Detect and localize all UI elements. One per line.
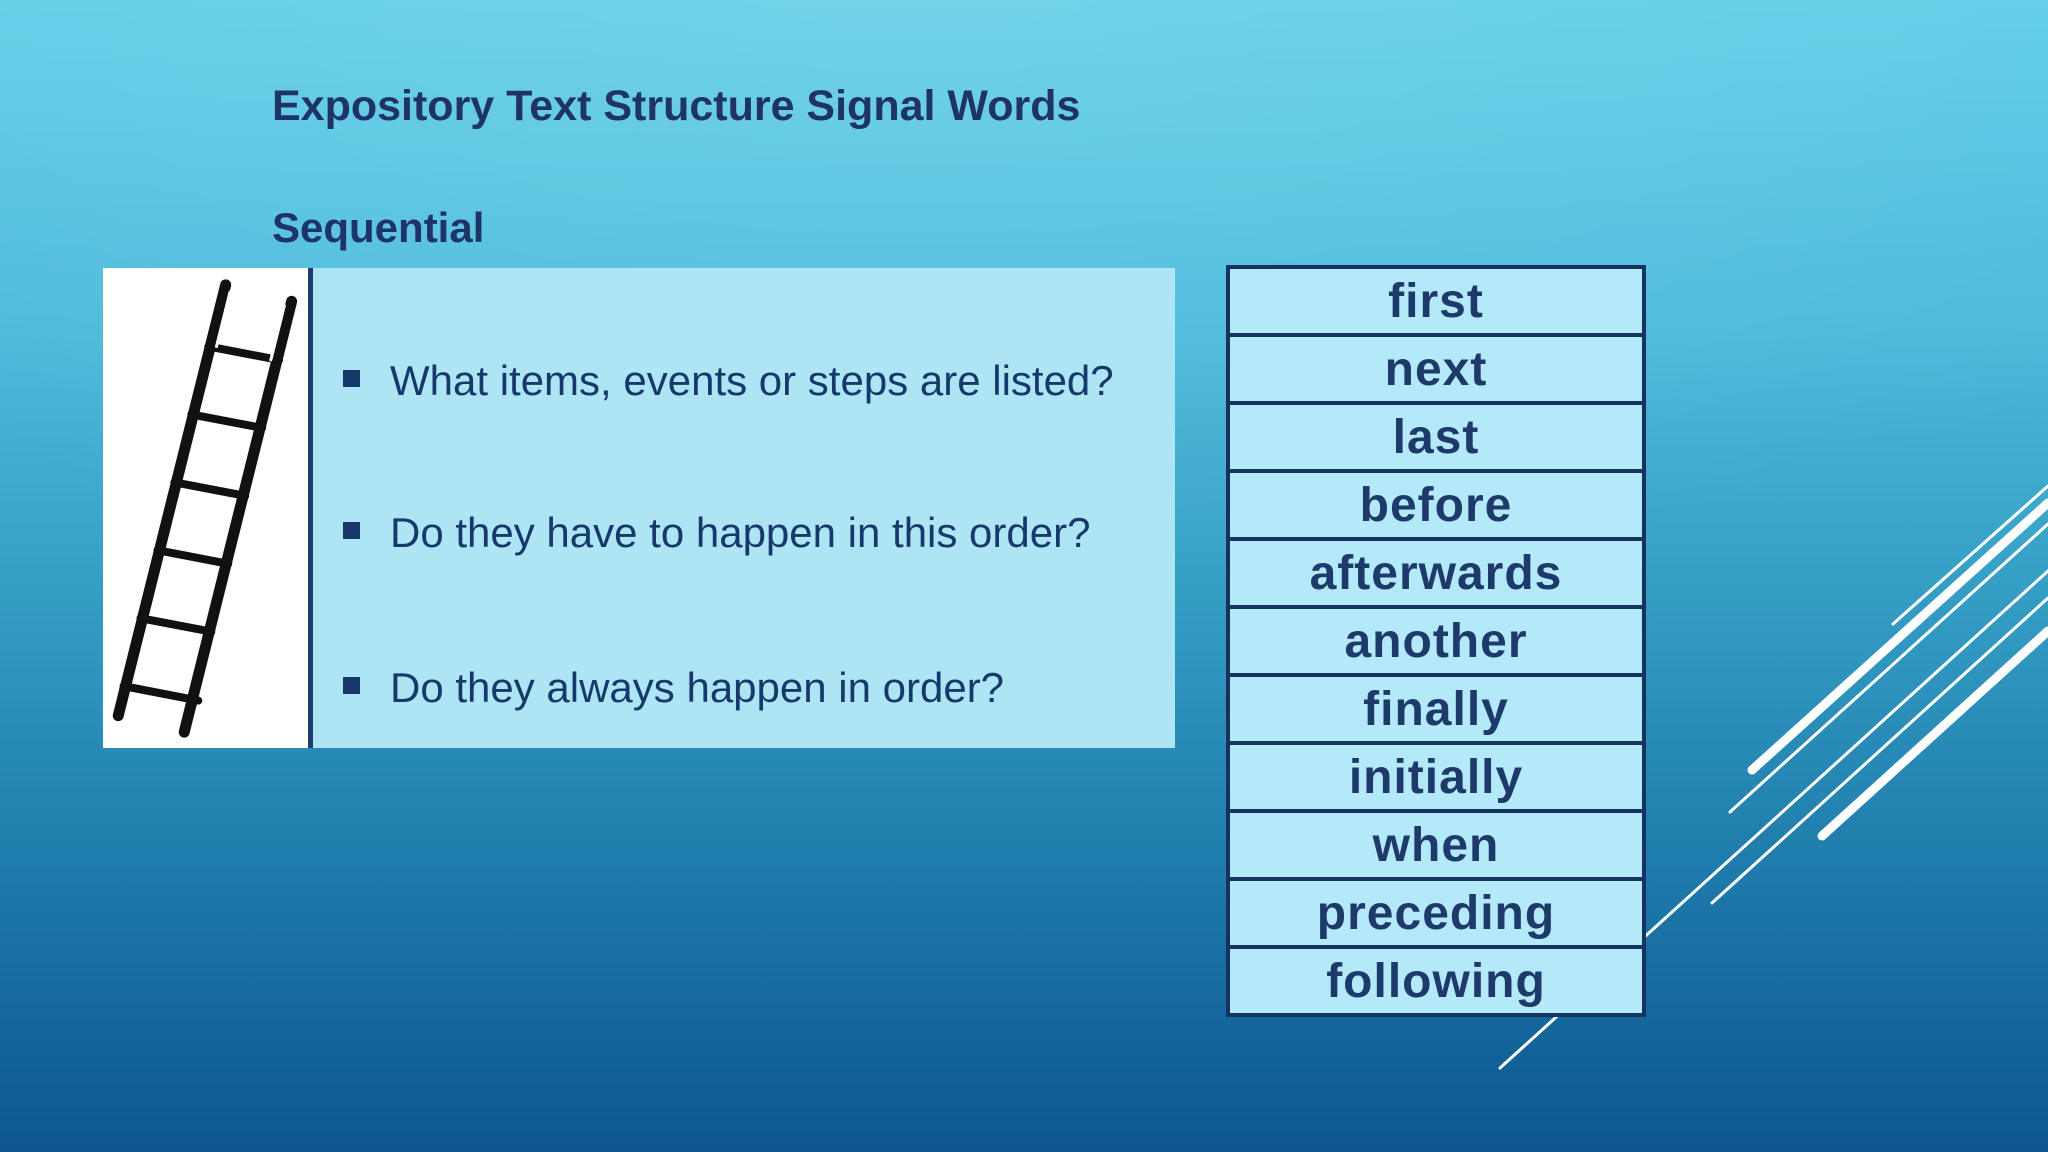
square-bullet-icon (343, 370, 360, 387)
table-row: following (1230, 945, 1642, 1013)
table-row: another (1230, 605, 1642, 673)
questions-panel: What items, events or steps are listed? … (308, 268, 1175, 748)
ladder-icon (112, 279, 298, 738)
bullet-text: What items, events or steps are listed? (390, 357, 1114, 404)
bullet-text: Do they have to happen in this order? (390, 509, 1091, 556)
slide-subtitle: Sequential (272, 204, 485, 251)
table-row: preceding (1230, 877, 1642, 945)
table-row: finally (1230, 673, 1642, 741)
table-row: before (1230, 469, 1642, 537)
table-row: when (1230, 809, 1642, 877)
square-bullet-icon (343, 522, 360, 539)
table-row: first (1388, 274, 1484, 328)
table-row: last (1230, 401, 1642, 469)
table-row: initially (1230, 741, 1642, 809)
bullet-item: What items, events or steps are listed? (343, 358, 1114, 404)
square-bullet-icon (343, 677, 360, 694)
bullet-item: Do they always happen in order? (343, 665, 1004, 711)
slide-title: Expository Text Structure Signal Words (272, 82, 1081, 130)
bullet-text: Do they always happen in order? (390, 664, 1005, 711)
table-row: afterwards (1230, 537, 1642, 605)
table-row: next (1230, 333, 1642, 401)
signal-words-table: first next last before afterwards anothe… (1226, 265, 1646, 1017)
ladder-image-box (103, 268, 308, 748)
bullet-item: Do they have to happen in this order? (343, 510, 1090, 556)
